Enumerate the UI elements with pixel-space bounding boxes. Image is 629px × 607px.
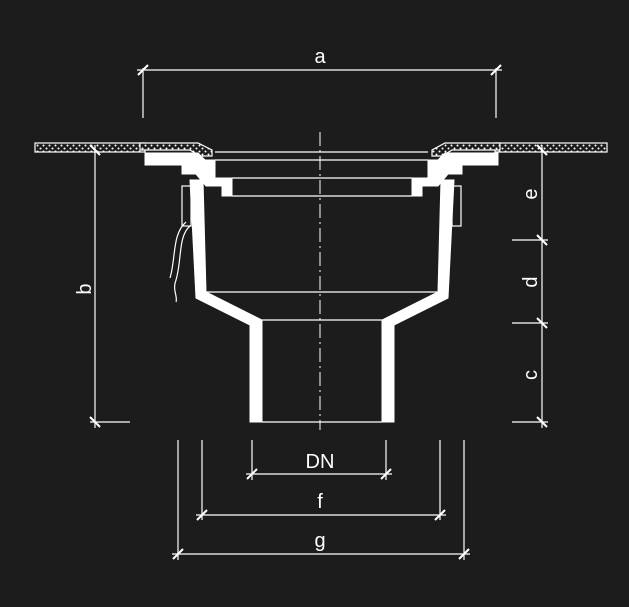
drain-body — [169, 179, 462, 423]
dimension-label-e: e — [520, 188, 542, 199]
dimension-label-f: f — [317, 491, 323, 513]
dimension-a: a — [137, 46, 502, 118]
floor-membrane — [34, 142, 608, 157]
dimension-e-d-c: e d c — [512, 144, 548, 428]
dimension-label-b: b — [74, 283, 96, 294]
dimension-label-a: a — [314, 46, 326, 68]
dimension-f: f — [196, 440, 446, 521]
drain-top-frame — [144, 151, 499, 197]
dimension-label-d: d — [520, 276, 542, 287]
dimension-dn: DN — [246, 440, 392, 480]
dimension-label-dn: DN — [306, 451, 335, 473]
dimension-b: b — [74, 144, 130, 428]
dimension-label-c: c — [520, 370, 542, 380]
dimension-g: g — [172, 440, 470, 560]
dimension-label-g: g — [314, 530, 325, 552]
